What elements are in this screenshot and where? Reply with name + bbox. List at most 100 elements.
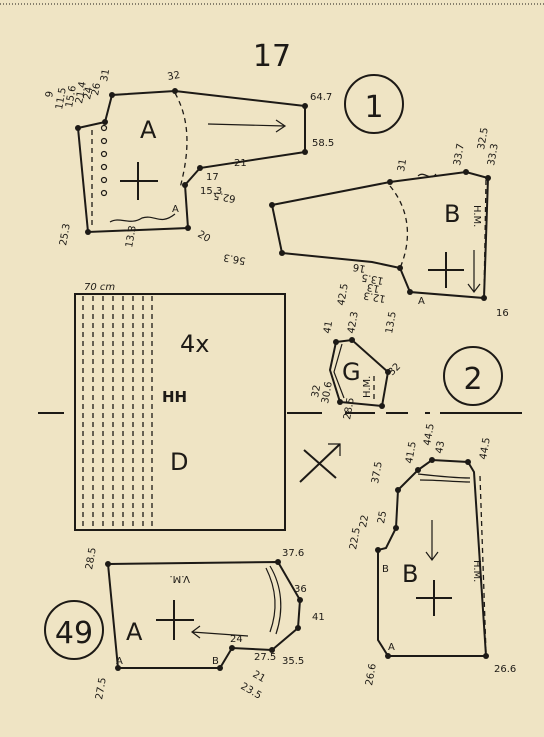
svg-text:62.5: 62.5 xyxy=(213,189,237,204)
piece-1a-letter: A xyxy=(140,116,157,144)
svg-text:24: 24 xyxy=(82,86,95,100)
svg-text:12.3: 12.3 xyxy=(363,289,387,304)
fabric-count: 4x xyxy=(180,330,209,358)
svg-text:42.5: 42.5 xyxy=(336,283,351,307)
diagram-2-circle xyxy=(443,346,503,406)
svg-text:B: B xyxy=(382,564,389,575)
svg-text:26.6: 26.6 xyxy=(494,664,516,675)
svg-text:31: 31 xyxy=(396,158,409,172)
svg-text:A: A xyxy=(116,656,123,667)
piece-49a-measures: 28.5 37.6 36 41 35.5 27.5 24 23.5 21 27.… xyxy=(84,547,325,702)
diagram-1: 1 A 9 11.5 15.6 21.4 xyxy=(44,68,509,334)
fabric-width: 70 cm xyxy=(84,282,115,293)
piece-1b-dashline xyxy=(389,185,409,269)
svg-text:A: A xyxy=(388,642,395,653)
fabric-code: HH xyxy=(162,388,187,406)
svg-text:36: 36 xyxy=(294,584,307,595)
piece-2b-letter: B xyxy=(402,560,418,588)
cross-marker xyxy=(299,443,341,483)
svg-text:22: 22 xyxy=(358,514,371,528)
svg-text:A: A xyxy=(418,296,425,307)
piece-1b-arrow xyxy=(467,250,481,293)
svg-text:26.6: 26.6 xyxy=(364,663,379,687)
diagram-49-circle xyxy=(44,600,104,660)
svg-text:31: 31 xyxy=(99,68,112,82)
svg-text:28.5: 28.5 xyxy=(84,547,99,571)
svg-text:41: 41 xyxy=(312,612,325,623)
svg-text:32: 32 xyxy=(386,361,403,378)
piece-2b: B H.M. 41.5 44.5 43 44.5 37.5 25 22 22.5… xyxy=(348,423,516,687)
svg-text:44.5: 44.5 xyxy=(478,437,493,461)
svg-text:26: 26 xyxy=(90,82,103,96)
piece-2b-arrow xyxy=(425,520,439,561)
piece-2g-letter: G xyxy=(342,358,361,386)
piece-49a-arrow xyxy=(191,625,249,639)
svg-text:41.5: 41.5 xyxy=(404,441,419,465)
svg-text:13.3: 13.3 xyxy=(124,225,139,249)
svg-text:A: A xyxy=(172,204,179,215)
piece-1b-measures: 31 33.7 32.5 33.3 62.5 56.3 16 13.5 13 1… xyxy=(213,127,509,335)
svg-text:25: 25 xyxy=(376,510,389,524)
page-number: 17 xyxy=(253,39,291,74)
piece-1b-cross xyxy=(428,252,464,288)
svg-text:9: 9 xyxy=(44,90,56,98)
piece-49a: A V.M. 28.5 37.6 36 41 35.5 27.5 24 23.5… xyxy=(84,547,325,702)
piece-2g-measures: 41 42.5 42.3 32 30.6 28.5 32 xyxy=(310,283,403,421)
piece-49a-grain: V.M. xyxy=(169,573,190,584)
svg-text:B: B xyxy=(212,656,219,667)
svg-text:41: 41 xyxy=(322,320,335,334)
svg-text:28.5: 28.5 xyxy=(342,397,357,421)
piece-1a: A 9 11.5 15.6 21.4 24 26 31 32 64.7 58.5… xyxy=(44,68,334,248)
svg-text:33.3: 33.3 xyxy=(486,143,501,167)
svg-text:13: 13 xyxy=(366,281,380,294)
piece-2b-cross xyxy=(416,580,452,616)
svg-text:15.6: 15.6 xyxy=(64,85,79,109)
svg-text:21: 21 xyxy=(234,158,247,169)
diagram-2-label: 2 xyxy=(463,362,482,397)
svg-text:25.3: 25.3 xyxy=(58,223,73,247)
svg-text:27.5: 27.5 xyxy=(254,652,276,663)
svg-text:27.5: 27.5 xyxy=(94,677,109,701)
piece-49a-cross xyxy=(156,600,194,640)
piece-1b-wave xyxy=(417,173,437,178)
svg-text:17: 17 xyxy=(206,172,219,183)
diagram-49: 49 A V.M. 28.5 37.6 36 41 35.5 27.5 24 2… xyxy=(44,547,325,702)
piece-1a-arrow xyxy=(207,119,287,133)
piece-1b-outline xyxy=(270,170,490,300)
svg-text:24: 24 xyxy=(230,634,243,645)
svg-text:23.5: 23.5 xyxy=(239,681,264,702)
svg-text:16: 16 xyxy=(496,308,509,319)
svg-text:13.5: 13.5 xyxy=(384,311,399,335)
svg-text:44.5: 44.5 xyxy=(422,423,437,447)
svg-text:15.3: 15.3 xyxy=(200,186,222,197)
svg-text:20: 20 xyxy=(196,229,213,245)
piece-1b-fold xyxy=(483,179,487,297)
piece-1b-letter: B xyxy=(444,200,460,228)
svg-text:21.4: 21.4 xyxy=(74,81,89,105)
piece-2b-grain: H.M. xyxy=(471,560,482,582)
svg-text:21: 21 xyxy=(251,669,268,685)
piece-1a-outline xyxy=(76,89,306,234)
svg-text:16: 16 xyxy=(352,261,366,274)
svg-text:33.7: 33.7 xyxy=(452,143,467,167)
svg-text:11.5: 11.5 xyxy=(54,87,69,111)
piece-1a-cross xyxy=(120,162,158,200)
svg-text:32.5: 32.5 xyxy=(476,127,491,151)
svg-text:13.5: 13.5 xyxy=(361,271,385,286)
piece-1a-wave xyxy=(109,213,176,223)
piece-1b-grain: H.M. xyxy=(471,205,482,227)
piece-1a-buttonholes xyxy=(100,124,108,197)
piece-1b: B H.M. 31 33.7 32.5 33.3 62.5 56.3 16 13… xyxy=(213,127,509,335)
fabric-layout: 70 cm 4x HH D xyxy=(74,282,286,531)
svg-text:42.3: 42.3 xyxy=(346,311,361,335)
piece-49a-letter: A xyxy=(126,618,143,646)
piece-1a-dashline xyxy=(174,92,188,189)
svg-text:37.5: 37.5 xyxy=(370,461,385,485)
piece-2b-measures: 41.5 44.5 43 44.5 37.5 25 22 22.5 B A 26… xyxy=(348,423,516,687)
svg-text:32: 32 xyxy=(310,384,323,398)
diagram-1-label: 1 xyxy=(364,90,383,125)
svg-text:58.5: 58.5 xyxy=(312,138,334,149)
svg-text:56.3: 56.3 xyxy=(223,251,247,266)
diagram-49-label: 49 xyxy=(55,616,93,651)
